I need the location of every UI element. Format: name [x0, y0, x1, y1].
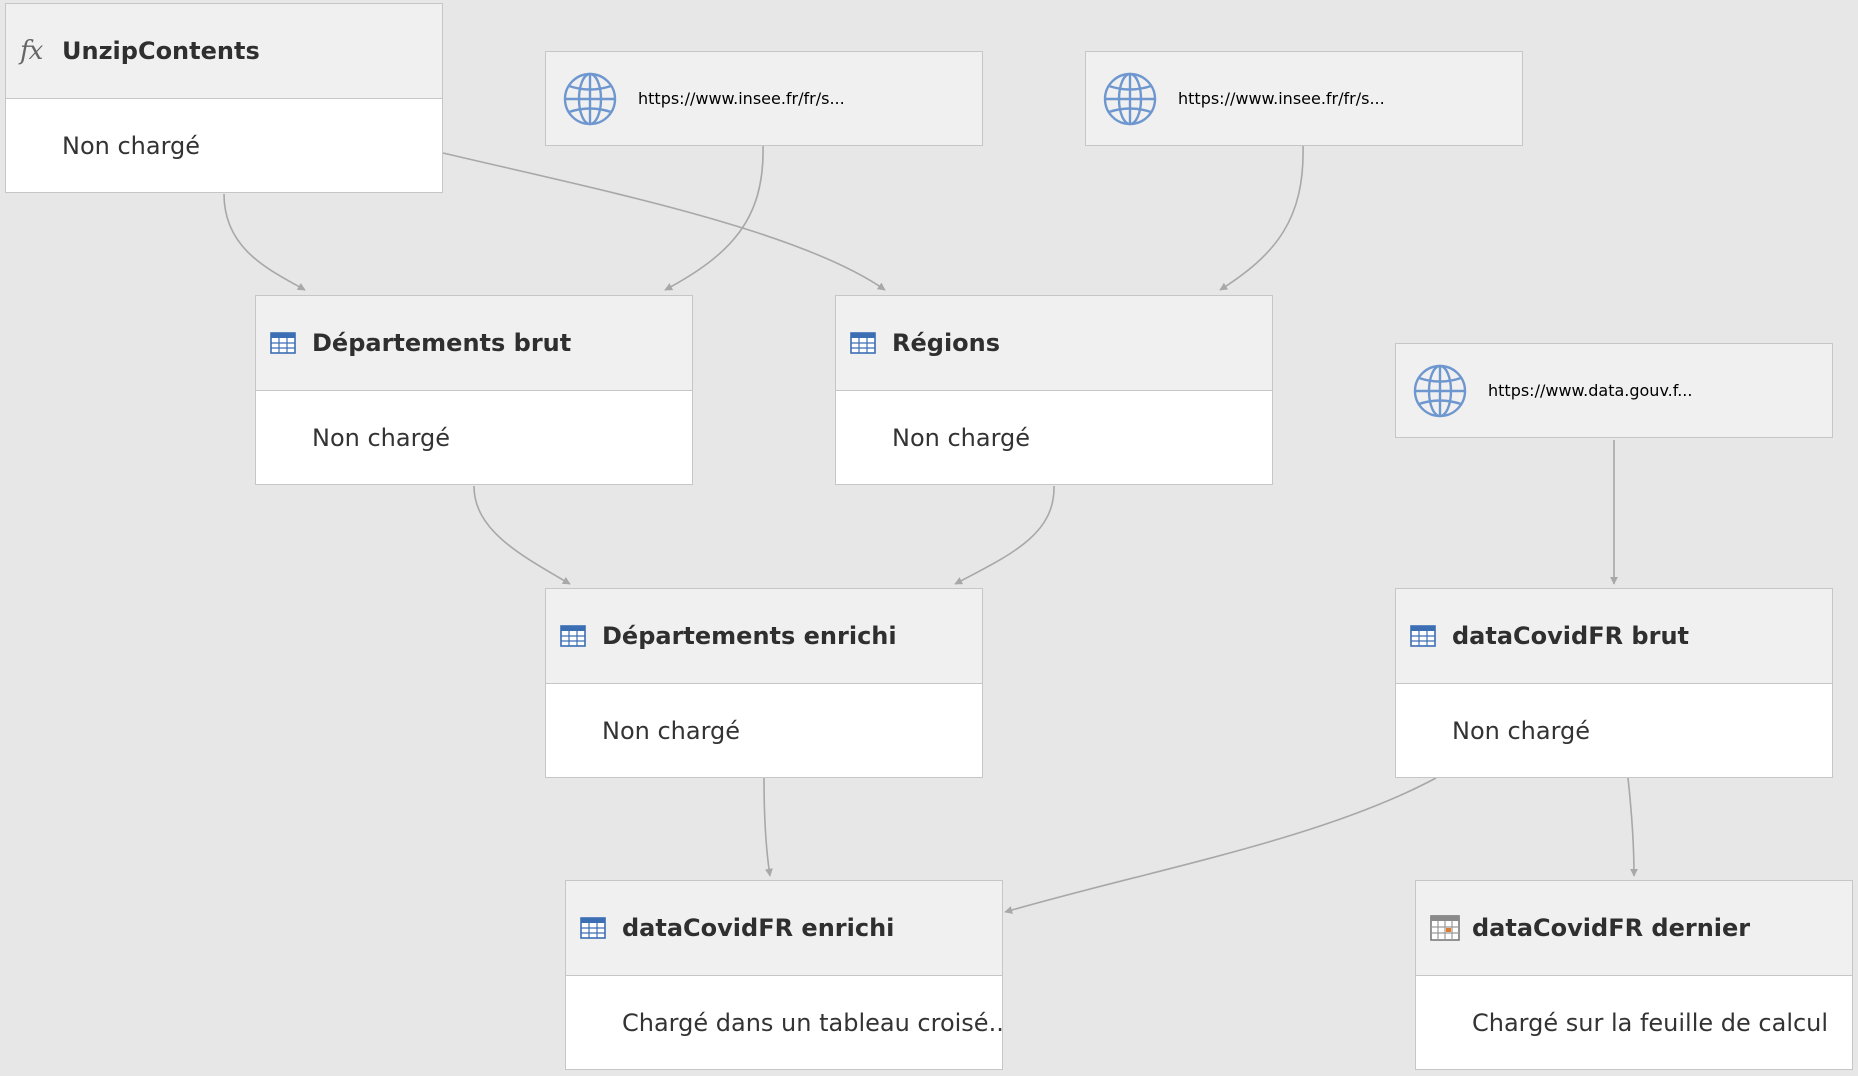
query-node-datacovidfr-dernier[interactable]: dataCovidFR dernier Chargé sur la feuill…	[1415, 880, 1853, 1070]
globe-icon	[1412, 363, 1488, 419]
node-header: Régions	[836, 296, 1272, 391]
globe-icon	[562, 71, 638, 127]
edge-covid-brut-to-covid-enrichi	[1004, 777, 1437, 914]
node-header: dataCovidFR dernier	[1416, 881, 1852, 976]
node-status: Chargé sur la feuille de calcul	[1472, 1008, 1829, 1037]
node-header: Départements enrichi	[546, 589, 982, 684]
node-title: Départements brut	[312, 329, 572, 357]
query-node-datacovidfr-brut[interactable]: dataCovidFR brut Non chargé	[1395, 588, 1833, 778]
node-status: Non chargé	[62, 131, 201, 160]
node-header: dataCovidFR enrichi	[566, 881, 1002, 976]
source-node-insee-1[interactable]: https://www.insee.fr/fr/s...	[545, 51, 983, 146]
table-icon	[270, 332, 312, 354]
query-node-departements-enrichi[interactable]: Départements enrichi Non chargé	[545, 588, 983, 778]
source-url: https://www.insee.fr/fr/s...	[638, 89, 845, 108]
query-node-regions[interactable]: Régions Non chargé	[835, 295, 1273, 485]
source-url: https://www.insee.fr/fr/s...	[1178, 89, 1385, 108]
worksheet-table-icon	[1430, 915, 1472, 941]
node-status: Non chargé	[602, 716, 741, 745]
edge-dep-enrichi-to-covid-enrichi	[763, 777, 773, 877]
node-status: Non chargé	[892, 423, 1031, 452]
table-icon	[850, 332, 892, 354]
edge-insee1-to-dep-brut	[664, 144, 764, 291]
node-status: Non chargé	[1452, 716, 1591, 745]
source-url: https://www.data.gouv.f...	[1488, 381, 1693, 400]
node-title: Départements enrichi	[602, 622, 897, 650]
query-node-departements-brut[interactable]: Départements brut Non chargé	[255, 295, 693, 485]
node-status: Chargé dans un tableau croisé...	[622, 1008, 1002, 1037]
edge-unzip-to-regions	[442, 152, 886, 291]
edge-unzip-to-dep-brut	[223, 193, 306, 291]
edge-dep-brut-to-dep-enrichi	[473, 485, 571, 585]
node-title: dataCovidFR brut	[1452, 622, 1689, 650]
globe-icon	[1102, 71, 1178, 127]
node-header: Départements brut	[256, 296, 692, 391]
edge-insee2-to-regions	[1219, 144, 1304, 291]
node-title: dataCovidFR enrichi	[622, 914, 895, 942]
query-node-unzipcontents[interactable]: fx UnzipContents Non chargé	[5, 3, 443, 193]
edge-covid-brut-to-covid-dernier	[1627, 777, 1638, 877]
node-status: Non chargé	[312, 423, 451, 452]
table-icon	[1410, 625, 1452, 647]
node-title: dataCovidFR dernier	[1472, 914, 1751, 942]
fx-icon: fx	[20, 36, 43, 66]
node-title: Régions	[892, 329, 1001, 357]
source-node-data-gouv[interactable]: https://www.data.gouv.f...	[1395, 343, 1833, 438]
node-header: fx UnzipContents	[6, 4, 442, 99]
table-icon	[580, 917, 622, 939]
edge-regions-to-dep-enrichi	[954, 485, 1055, 585]
source-node-insee-2[interactable]: https://www.insee.fr/fr/s...	[1085, 51, 1523, 146]
node-title: UnzipContents	[62, 37, 260, 65]
table-icon	[560, 625, 602, 647]
node-header: dataCovidFR brut	[1396, 589, 1832, 684]
query-node-datacovidfr-enrichi[interactable]: dataCovidFR enrichi Chargé dans un table…	[565, 880, 1003, 1070]
